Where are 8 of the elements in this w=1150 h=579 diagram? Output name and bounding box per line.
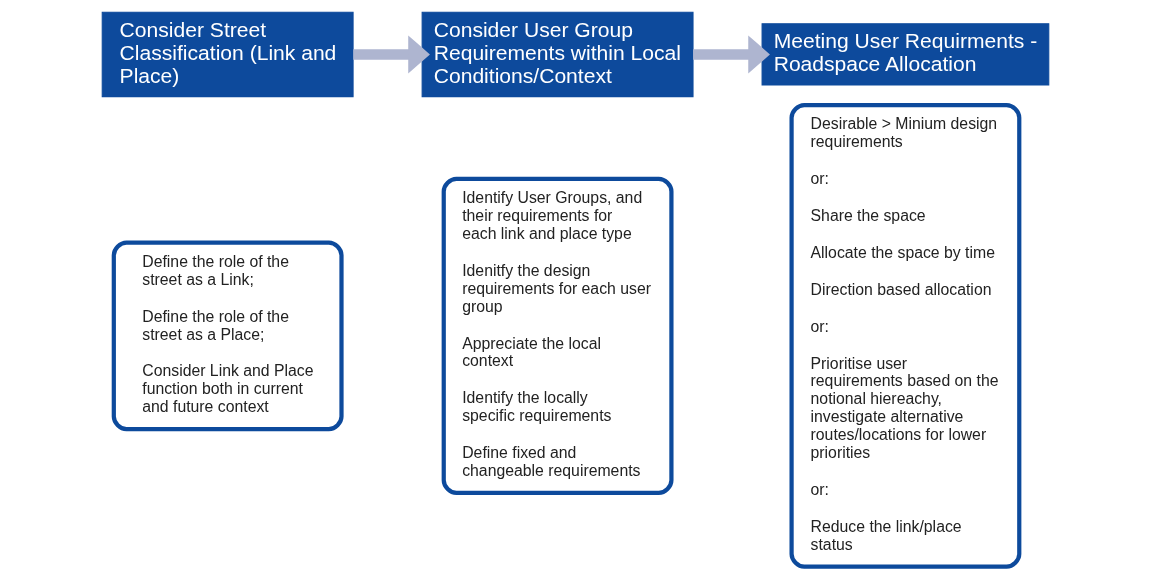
arrow — [692, 35, 770, 74]
node-box: Define the role of the street as a Link; Define the role of the street as a Place; Consider Link and Place function both in current and future context — [111, 240, 344, 432]
node-box: Desirable > Minium design requirements or: Share the space Allocate the space by time Direction based allocation or: Prioritise user requirements based on the notional hiereachy, investigate alternative routes/locations for lower priorities or: Reduce the link/place status — [789, 102, 1021, 569]
node-box: Identify User Groups, and their requirements for each link and place type Idenitfy the design requirements for each user group Appreciate the local context Identify the locally specific requirements Define fixed and changeable requirements — [441, 176, 674, 496]
node-box: Meeting User Requirments - Roadspace Allocation — [761, 23, 1049, 86]
node-box: Consider Street Classification (Link and Place) — [101, 11, 354, 98]
node-box: Consider User Group Requirements within Local Conditions/Context — [421, 11, 694, 98]
arrow — [352, 35, 430, 74]
